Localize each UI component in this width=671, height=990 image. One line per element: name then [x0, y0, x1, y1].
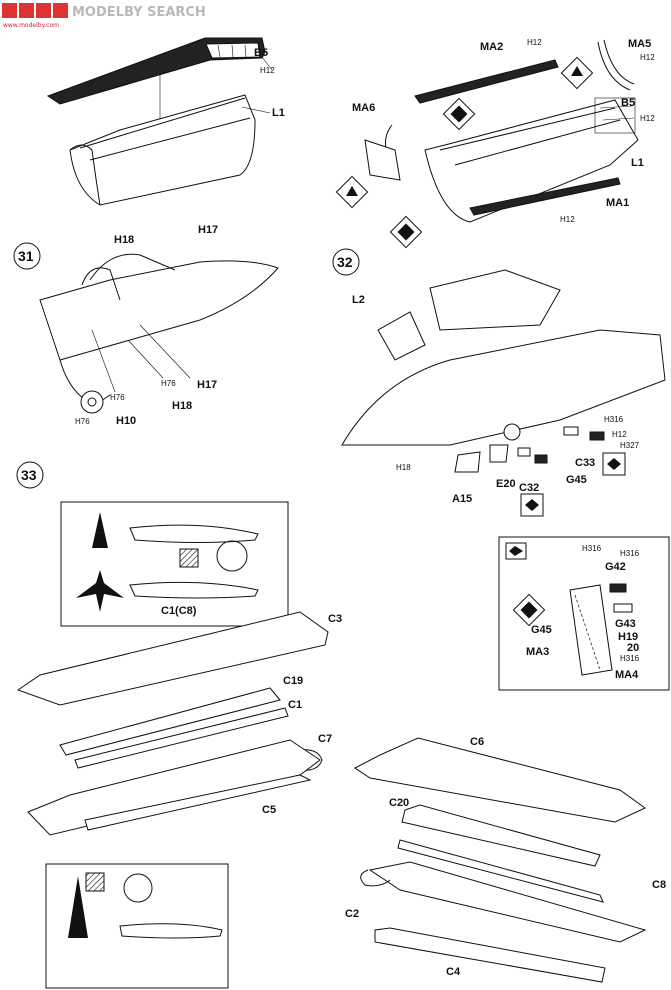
label-ma3: MA3: [526, 646, 549, 658]
label-e20: E20: [496, 478, 516, 490]
inset-cockpit-detail: [498, 536, 670, 691]
part-c5: [84, 774, 312, 831]
watermark-logo: MODELBY SEARCH www.modelby.com: [2, 3, 206, 29]
step-33-marker: [16, 461, 44, 489]
label-h12-d: H12: [560, 215, 575, 224]
label-inset-h316-c: H316: [620, 654, 640, 663]
part-e20: [489, 444, 509, 463]
step-32-marker: [332, 248, 360, 276]
symbol-glue-a: [179, 548, 199, 568]
step-33-number: 33: [21, 467, 37, 483]
label-n20: 20: [627, 642, 639, 654]
label-h12-b: H12: [640, 53, 655, 62]
label-h76-a: H76: [161, 379, 176, 388]
silhouette-swept-b: [68, 876, 88, 938]
label-c6: C6: [470, 736, 484, 748]
watermark-brand: MODELBY SEARCH: [72, 5, 206, 20]
part-wing-lower: [27, 739, 321, 836]
silhouette-swept: [92, 512, 108, 548]
front-wheel: [503, 423, 521, 441]
part-ma2: [414, 59, 559, 104]
canopy: [429, 269, 561, 331]
label-ma4: MA4: [615, 669, 639, 681]
label-ma5: MA5: [628, 38, 651, 50]
label-ma6: MA6: [352, 102, 375, 114]
panel-step-33: 33 C1(C8) C3 C19 C1 C7 C5 C6 C20 C8 C2: [16, 461, 666, 989]
label-h18: H18: [172, 400, 192, 412]
nose-wheel: [80, 390, 104, 414]
part-ma1: [469, 177, 621, 216]
label-c19: C19: [283, 675, 303, 687]
panel-step-31: 31 H18 H17 H17 H18 H10 H76 H76 H76: [13, 224, 279, 427]
inset-wing-config-top: [60, 501, 289, 627]
step-32-number: 32: [337, 254, 353, 270]
label-g45-s32: G45: [566, 474, 587, 486]
part-c3: [16, 611, 329, 706]
part-c19: [59, 687, 281, 756]
label-ma2: MA2: [480, 41, 503, 53]
step-31-marker: [13, 242, 41, 270]
label-g42: G42: [605, 561, 626, 573]
label-l1: L1: [272, 107, 285, 119]
label-inset-h316-a: H316: [582, 544, 602, 553]
silhouette-spread: [76, 570, 124, 612]
label-c3: C3: [328, 613, 342, 625]
label-h327: H327: [620, 441, 640, 450]
part-l1: [69, 94, 256, 206]
label-h12: H12: [260, 66, 275, 75]
label-inset-h316-b: H316: [620, 549, 640, 558]
label-h316-a: H316: [604, 415, 624, 424]
watermark-url: www.modelby.com: [3, 22, 59, 29]
label-h12-c: H12: [640, 114, 655, 123]
part-a15: [454, 451, 481, 473]
part-c20: [401, 804, 601, 867]
part-c6: [354, 737, 646, 823]
part-l1-tr: [424, 99, 639, 223]
label-h76-c: H76: [75, 417, 90, 426]
panel-top-right: MA2 H12 MA5 H12 B5 H12 L1 MA1 H12 MA6: [335, 38, 655, 249]
part-c4: [374, 927, 606, 983]
label-h18-s32: H18: [396, 463, 411, 472]
label-ma1: MA1: [606, 197, 629, 209]
label-c33: C33: [575, 457, 595, 469]
label-c5: C5: [262, 804, 276, 816]
label-c4: C4: [446, 966, 461, 978]
label-h12-s32: H12: [612, 430, 627, 439]
label-c2: C2: [345, 908, 359, 920]
label-a15: A15: [452, 493, 472, 505]
step-31-number: 31: [18, 248, 34, 264]
fuselage-nose: [39, 260, 279, 361]
label-c1: C1: [288, 699, 302, 711]
label-h76-b: H76: [110, 393, 125, 402]
label-b5-tr: B5: [621, 97, 635, 109]
label-l1-tr: L1: [631, 157, 644, 169]
label-g43: G43: [615, 618, 636, 630]
label-b5: B5: [254, 47, 268, 59]
label-h17: H17: [197, 379, 217, 391]
part-c1: [74, 707, 289, 769]
label-c7: C7: [318, 733, 332, 745]
label-h17-top: H17: [198, 224, 218, 236]
part-wing-lower-r: [368, 861, 647, 943]
fuselage-front: [341, 329, 666, 446]
label-h10: H10: [116, 415, 136, 427]
label-c8: C8: [652, 879, 666, 891]
label-c32: C32: [519, 482, 539, 494]
part-ma3-ma4: [569, 584, 613, 676]
panel-step-32: 32 L2 H316 H12 H327 C33 G45 H18 A15 E20 …: [332, 248, 670, 691]
label-c1c8: C1(C8): [161, 605, 197, 617]
label-h18-top: H18: [114, 234, 134, 246]
symbol-glue-b: [85, 872, 105, 892]
panel-top-left: B5 H12 L1: [46, 37, 285, 206]
label-inset-g45: G45: [531, 624, 552, 636]
label-h12-a: H12: [527, 38, 542, 47]
label-c20: C20: [389, 797, 409, 809]
label-l2: L2: [352, 294, 365, 306]
inset-wing-config-bottom: [45, 863, 229, 989]
label-h19: H19: [618, 631, 638, 643]
part-l2: [377, 311, 426, 361]
